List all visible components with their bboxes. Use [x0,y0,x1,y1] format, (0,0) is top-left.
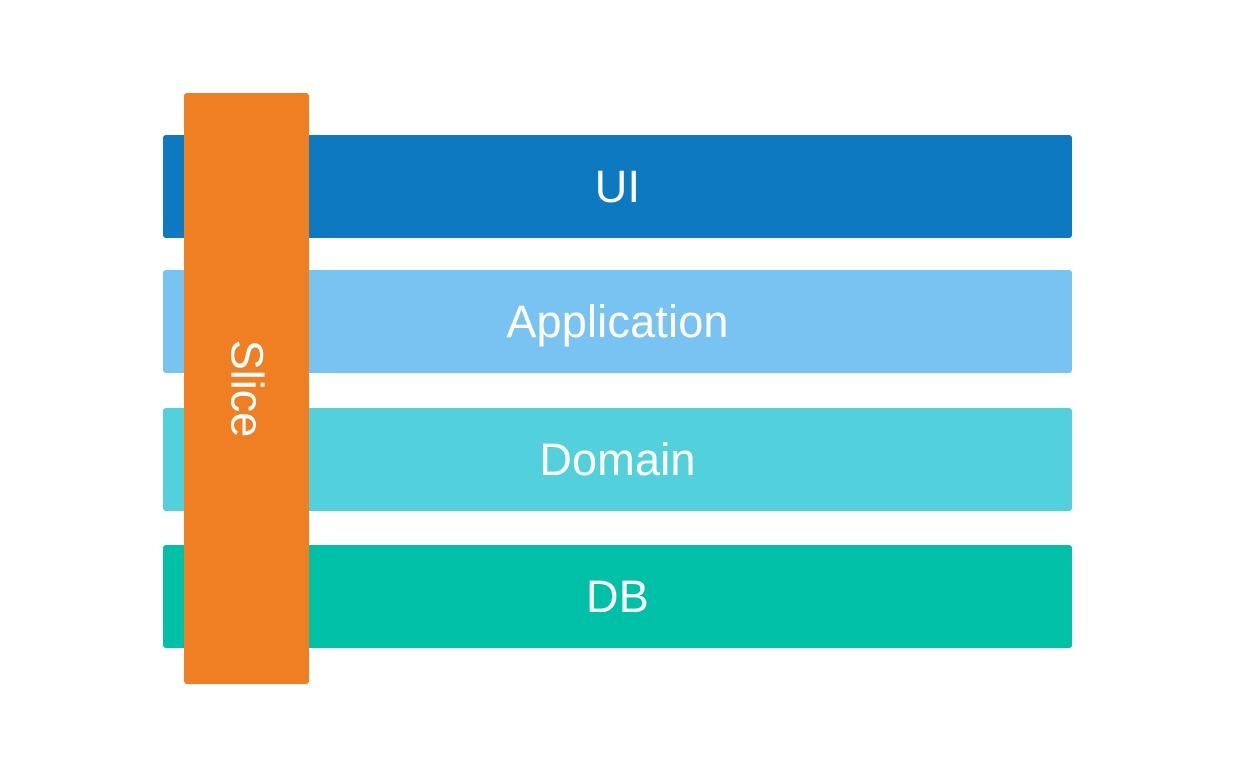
layer-bar-db[interactable]: DB [163,545,1072,648]
layer-bar-ui[interactable]: UI [163,135,1072,238]
slice-label: Slice [220,339,272,438]
layer-bar-application[interactable]: Application [163,270,1072,373]
slice-band[interactable]: Slice [184,93,309,684]
layer-label-db: DB [586,571,649,622]
layer-label-application: Application [506,296,729,347]
layer-label-domain: Domain [539,434,696,485]
layer-bar-domain[interactable]: Domain [163,408,1072,511]
layer-label-ui: UI [594,161,641,212]
